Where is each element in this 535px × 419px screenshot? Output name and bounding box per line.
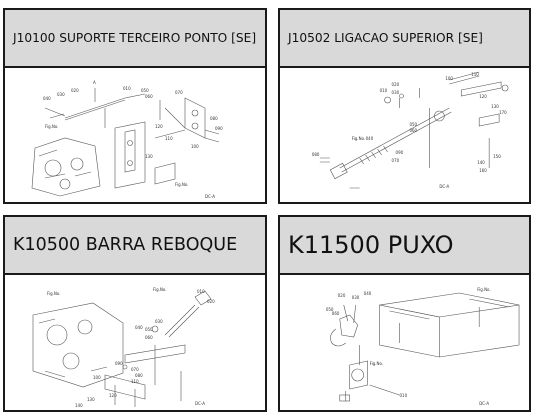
svg-text:060: 060 xyxy=(409,128,417,133)
svg-text:Fig.No.: Fig.No. xyxy=(153,287,167,292)
svg-text:DC-A: DC-A xyxy=(439,184,449,189)
svg-text:080: 080 xyxy=(312,152,320,157)
svg-text:030: 030 xyxy=(352,295,360,300)
svg-text:070: 070 xyxy=(175,90,183,95)
svg-text:050: 050 xyxy=(141,88,149,93)
card-title: J10502 LIGACAO SUPERIOR [SE] xyxy=(280,10,529,68)
svg-text:120: 120 xyxy=(479,94,487,99)
svg-text:Fig.No.: Fig.No. xyxy=(477,287,491,292)
svg-text:050: 050 xyxy=(326,307,334,312)
svg-text:070: 070 xyxy=(392,158,400,163)
svg-text:130: 130 xyxy=(491,104,499,109)
svg-text:170: 170 xyxy=(499,110,507,115)
parts-diagram-image: 040 030 020 A 010 050 060 070 080 090 100 110 12… xyxy=(5,68,265,202)
svg-text:080: 080 xyxy=(210,116,218,121)
svg-text:140: 140 xyxy=(75,403,83,408)
svg-text:050: 050 xyxy=(409,122,417,127)
svg-text:DC-A: DC-A xyxy=(205,194,215,199)
svg-text:020: 020 xyxy=(207,299,215,304)
svg-text:090: 090 xyxy=(396,150,404,155)
svg-text:DC-A: DC-A xyxy=(479,401,489,406)
svg-text:010: 010 xyxy=(400,393,408,398)
svg-text:070: 070 xyxy=(131,367,139,372)
svg-text:010: 010 xyxy=(197,289,205,294)
svg-text:150: 150 xyxy=(493,154,501,159)
svg-text:100: 100 xyxy=(191,144,199,149)
catalog-card-j10100[interactable]: J10100 SUPORTE TERCEIRO PONTO [SE] xyxy=(3,8,267,204)
svg-text:Fig.No.: Fig.No. xyxy=(370,361,384,366)
svg-text:130: 130 xyxy=(145,154,153,159)
svg-text:130: 130 xyxy=(87,397,95,402)
svg-text:A: A xyxy=(93,80,96,85)
svg-text:110: 110 xyxy=(131,379,139,384)
svg-text:090: 090 xyxy=(215,126,223,131)
svg-text:020: 020 xyxy=(71,88,79,93)
svg-text:Fig.No.: Fig.No. xyxy=(352,136,366,141)
svg-text:030: 030 xyxy=(57,92,65,97)
svg-text:030: 030 xyxy=(155,319,163,324)
card-title: K11500 PUXO xyxy=(280,217,529,275)
svg-text:040: 040 xyxy=(366,136,374,141)
svg-text:060: 060 xyxy=(332,311,340,316)
card-title: K10500 BARRA REBOQUE xyxy=(5,217,265,275)
svg-text:060: 060 xyxy=(145,94,153,99)
svg-text:020: 020 xyxy=(392,82,400,87)
svg-text:080: 080 xyxy=(135,373,143,378)
catalog-card-j10502[interactable]: J10502 LIGACAO SUPERIOR [SE] xyxy=(278,8,531,204)
svg-text:050: 050 xyxy=(145,327,153,332)
svg-text:Fig.No.: Fig.No. xyxy=(45,124,59,129)
svg-text:110: 110 xyxy=(471,72,479,77)
svg-text:120: 120 xyxy=(109,393,117,398)
svg-text:110: 110 xyxy=(165,136,173,141)
svg-text:120: 120 xyxy=(155,124,163,129)
svg-text:040: 040 xyxy=(364,291,372,296)
svg-text:090: 090 xyxy=(115,361,123,366)
svg-text:160: 160 xyxy=(479,168,487,173)
svg-text:010: 010 xyxy=(380,88,388,93)
svg-text:060: 060 xyxy=(145,335,153,340)
svg-text:Fig.No.: Fig.No. xyxy=(175,182,189,187)
svg-text:040: 040 xyxy=(135,325,143,330)
svg-text:040: 040 xyxy=(43,96,51,101)
svg-text:030: 030 xyxy=(392,90,400,95)
svg-text:140: 140 xyxy=(477,160,485,165)
svg-text:DC-A: DC-A xyxy=(195,401,205,406)
card-title: J10100 SUPORTE TERCEIRO PONTO [SE] xyxy=(5,10,265,68)
svg-text:010: 010 xyxy=(123,86,131,91)
svg-text:020: 020 xyxy=(338,293,346,298)
svg-text:100: 100 xyxy=(445,76,453,81)
svg-text:Fig.No.: Fig.No. xyxy=(47,291,61,296)
exploded-diagram: 040 030 020 A 010 050 060 070 080 090 100 110 12… xyxy=(31,80,223,199)
svg-text:100: 100 xyxy=(93,375,101,380)
